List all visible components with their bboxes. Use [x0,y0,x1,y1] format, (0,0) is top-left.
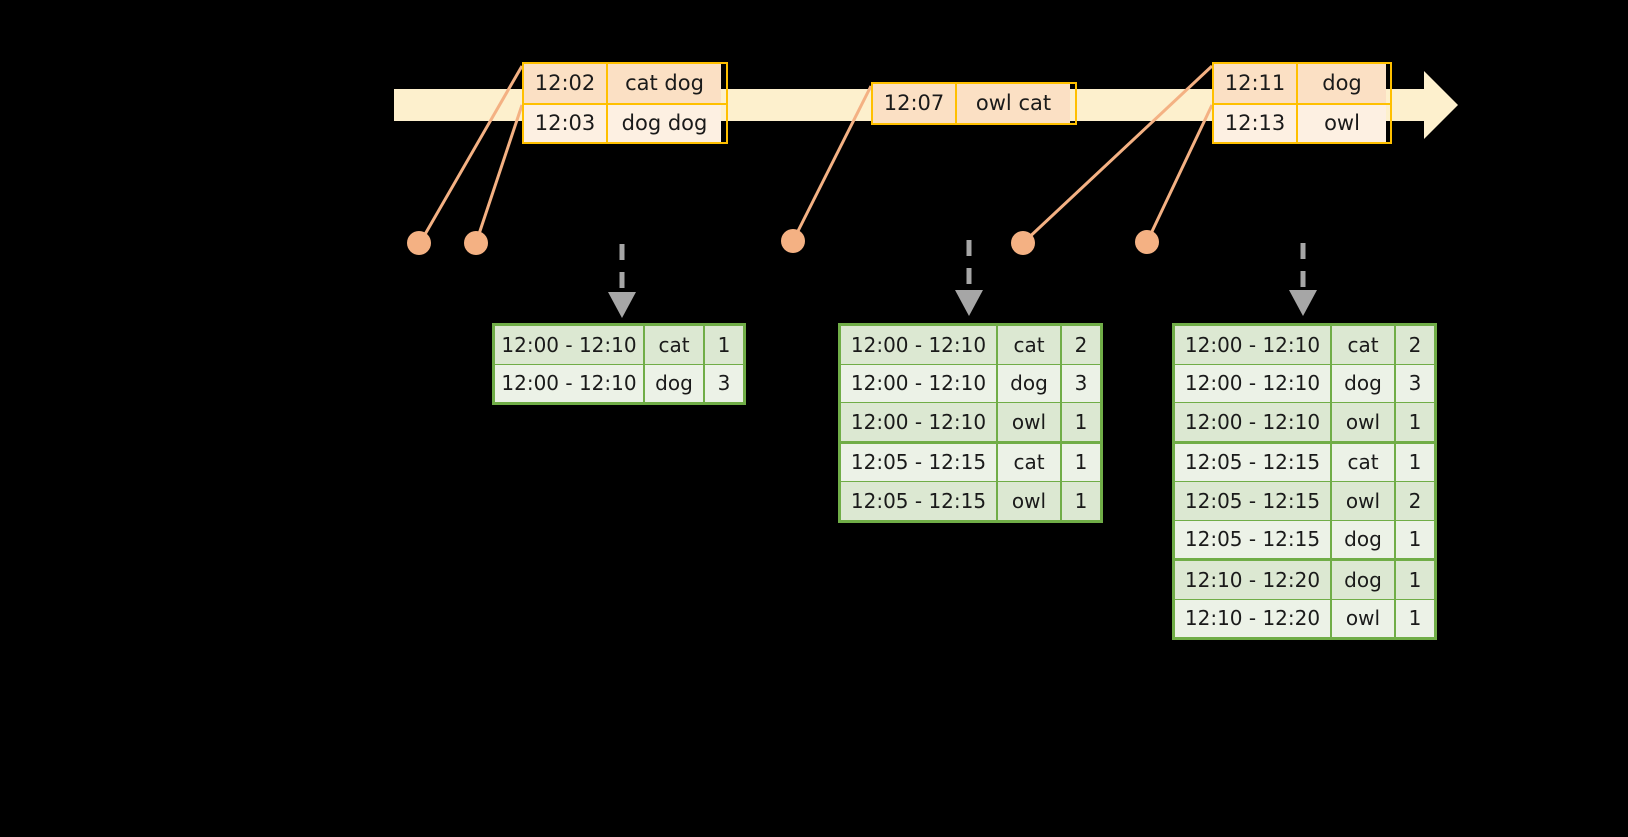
event-row[interactable]: 12:03 dog dog [524,103,726,142]
event-time: 12:03 [524,105,608,142]
cell-window: 12:05 - 12:15 [1175,443,1330,481]
event-words: cat dog [608,64,721,103]
cell-window: 12:10 - 12:20 [1175,561,1330,599]
cell-word: cat [1332,326,1394,364]
marker-dot-12-13 [1135,230,1159,254]
cell-window: 12:05 - 12:15 [841,443,996,481]
cell-count: 1 [705,326,743,364]
cell-word: owl [998,403,1060,441]
connector-12-13 [1145,104,1214,243]
marker-dot-12-02 [407,231,431,255]
event-group-2[interactable]: 12:07 owl cat [871,82,1077,125]
cell-word: owl [1332,599,1394,637]
event-words: dog [1298,64,1386,103]
cell-word: dog [1332,520,1394,558]
cell-count: 1 [1062,443,1100,481]
table-row[interactable]: 12:00 - 12:10 owl 1 [841,403,1100,441]
cell-count: 1 [1062,403,1100,441]
cell-count: 1 [1396,561,1434,599]
cell-count: 3 [1396,364,1434,402]
cell-count: 1 [1396,599,1434,637]
cell-count: 2 [1396,326,1434,364]
cell-window: 12:00 - 12:10 [1175,326,1330,364]
table-row[interactable]: 12:00 - 12:10 dog 3 [495,364,743,402]
window-counts-table-3[interactable]: 12:00 - 12:10 cat 2 12:00 - 12:10 dog 3 … [1172,323,1437,640]
event-row[interactable]: 12:07 owl cat [873,84,1075,123]
event-words: owl cat [957,84,1070,123]
cell-window: 12:05 - 12:15 [1175,520,1330,558]
cell-word: cat [998,443,1060,481]
cell-window: 12:05 - 12:15 [1175,482,1330,520]
cell-window: 12:00 - 12:10 [495,364,643,402]
event-dots [407,229,1159,255]
cell-word: owl [998,482,1060,520]
emit-arrow-table-2 [955,240,983,316]
connector-12-03 [474,104,524,244]
cell-word: dog [1332,364,1394,402]
cell-word: cat [998,326,1060,364]
table-row[interactable]: 12:05 - 12:15 cat 1 [841,443,1100,481]
cell-word: dog [998,364,1060,402]
table-row[interactable]: 12:00 - 12:10 dog 3 [841,364,1100,402]
cell-window: 12:00 - 12:10 [841,364,996,402]
cell-count: 1 [1062,482,1100,520]
cell-count: 1 [1396,443,1434,481]
cell-word: cat [645,326,703,364]
event-group-3[interactable]: 12:11 dog 12:13 owl [1212,62,1392,144]
cell-window: 12:00 - 12:10 [1175,364,1330,402]
cell-window: 12:05 - 12:15 [841,482,996,520]
event-time: 12:11 [1214,64,1298,103]
emit-arrow-table-1 [608,244,636,318]
table-row[interactable]: 12:00 - 12:10 dog 3 [1175,364,1434,402]
emit-arrow-table-3 [1289,243,1317,316]
connector-12-07 [791,85,873,242]
event-words: owl [1298,105,1386,142]
cell-window: 12:00 - 12:10 [841,326,996,364]
event-group-1[interactable]: 12:02 cat dog 12:03 dog dog [522,62,728,144]
event-time: 12:02 [524,64,608,103]
emit-arrows [608,240,1317,318]
event-words: dog dog [608,105,721,142]
event-row[interactable]: 12:13 owl [1214,103,1390,142]
table-row[interactable]: 12:00 - 12:10 cat 1 [495,326,743,364]
table-row[interactable]: 12:00 - 12:10 cat 2 [841,326,1100,364]
cell-window: 12:00 - 12:10 [1175,403,1330,441]
cell-word: owl [1332,482,1394,520]
table-row[interactable]: 12:10 - 12:20 owl 1 [1175,599,1434,637]
cell-window: 12:10 - 12:20 [1175,599,1330,637]
cell-window: 12:00 - 12:10 [841,403,996,441]
marker-dot-12-07 [781,229,805,253]
cell-count: 3 [1062,364,1100,402]
marker-dot-12-11 [1011,231,1035,255]
table-row[interactable]: 12:05 - 12:15 dog 1 [1175,520,1434,558]
event-time: 12:13 [1214,105,1298,142]
event-row[interactable]: 12:02 cat dog [524,64,726,103]
window-counts-table-1[interactable]: 12:00 - 12:10 cat 1 12:00 - 12:10 dog 3 [492,323,746,405]
cell-word: owl [1332,403,1394,441]
cell-count: 1 [1396,520,1434,558]
table-row[interactable]: 12:05 - 12:15 owl 2 [1175,482,1434,520]
cell-word: dog [1332,561,1394,599]
event-time: 12:07 [873,84,957,123]
cell-window: 12:00 - 12:10 [495,326,643,364]
table-row[interactable]: 12:10 - 12:20 dog 1 [1175,561,1434,599]
table-row[interactable]: 12:05 - 12:15 owl 1 [841,482,1100,520]
cell-count: 1 [1396,403,1434,441]
cell-word: dog [645,364,703,402]
window-counts-table-2[interactable]: 12:00 - 12:10 cat 2 12:00 - 12:10 dog 3 … [838,323,1103,523]
table-row[interactable]: 12:00 - 12:10 owl 1 [1175,403,1434,441]
table-row[interactable]: 12:00 - 12:10 cat 2 [1175,326,1434,364]
connector-12-02 [418,65,524,244]
event-row[interactable]: 12:11 dog [1214,64,1390,103]
marker-dot-12-03 [464,231,488,255]
table-row[interactable]: 12:05 - 12:15 cat 1 [1175,443,1434,481]
cell-count: 2 [1062,326,1100,364]
cell-count: 3 [705,364,743,402]
cell-word: cat [1332,443,1394,481]
cell-count: 2 [1396,482,1434,520]
